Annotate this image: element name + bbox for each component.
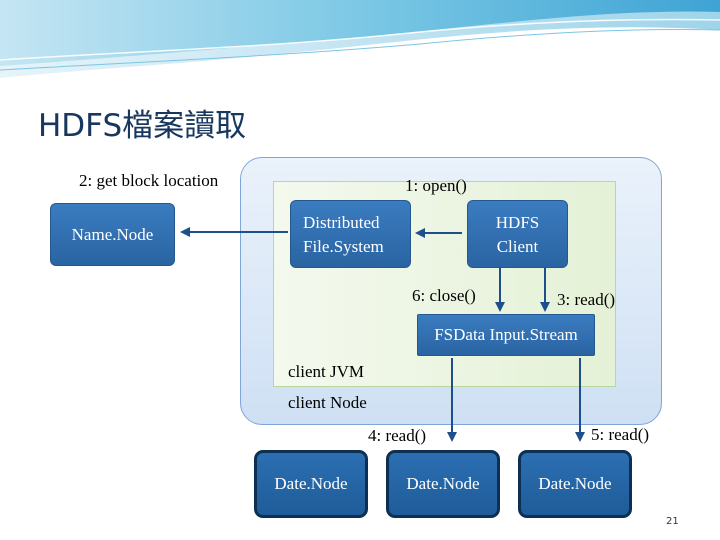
name-node-label: Name.Node xyxy=(71,224,154,244)
label-close: 6: close() xyxy=(412,286,476,305)
hdfs-client-line1: HDFS xyxy=(495,213,540,232)
data-node-box-2: Date.Node xyxy=(386,450,500,518)
distributed-file-system-line1: Distributed xyxy=(303,213,380,232)
label-read-3: 3: read() xyxy=(557,290,616,309)
data-node-label-2: Date.Node xyxy=(406,474,480,493)
distributed-file-system-box: Distributed File.System xyxy=(290,200,411,268)
fsdata-input-stream-label: FSData Input.Stream xyxy=(434,325,578,344)
label-read-4: 4: read() xyxy=(368,426,427,445)
page-number: 21 xyxy=(666,516,679,527)
distributed-file-system-line2: File.System xyxy=(303,237,384,256)
hdfs-client-box: HDFS Client xyxy=(467,200,568,268)
label-read-5: 5: read() xyxy=(591,425,650,444)
label-get-block-location: 2: get block location xyxy=(79,171,219,190)
label-open: 1: open() xyxy=(405,176,467,195)
data-node-label-3: Date.Node xyxy=(538,474,612,493)
hdfs-client-line2: Client xyxy=(496,237,539,256)
label-client-jvm: client JVM xyxy=(288,362,365,381)
name-node-box: Name.Node xyxy=(50,203,175,266)
data-node-box-1: Date.Node xyxy=(254,450,368,518)
slide-title: HDFS檔案讀取 xyxy=(38,108,247,144)
fsdata-input-stream-box: FSData Input.Stream xyxy=(417,314,595,356)
header-wave-decoration xyxy=(0,0,720,78)
label-client-node: client Node xyxy=(288,393,367,412)
data-node-box-3: Date.Node xyxy=(518,450,632,518)
data-node-label-1: Date.Node xyxy=(274,474,348,493)
